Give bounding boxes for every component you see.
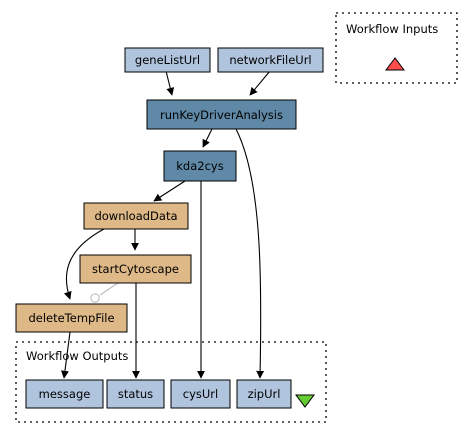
edges [60,70,271,379]
node-networkFileUrl-label: networkFileUrl [229,53,311,67]
node-downloadData[interactable]: downloadData [83,202,189,230]
node-networkFileUrl[interactable]: networkFileUrl [217,47,324,73]
node-status-label: status [118,387,153,401]
node-cysUrl-label: cysUrl [183,387,218,401]
node-kda2cys[interactable]: kda2cys [163,150,237,182]
node-kda2cys-label: kda2cys [176,159,223,173]
edge-runKeyDriverAnalysis-zipUrl [235,128,265,379]
edge-deleteTempFile-message [60,331,71,379]
edge-downloadData-deleteTempFile [63,228,105,300]
workflow-inputs-border [335,12,458,84]
workflow-inputs-marker-icon [385,57,405,71]
node-message[interactable]: message [25,379,104,409]
node-cysUrl[interactable]: cysUrl [170,379,231,409]
edge-kda2cys-downloadData [153,180,186,202]
workflow-inputs-group: Workflow Inputs [335,12,458,84]
node-message-label: message [39,387,91,401]
node-status[interactable]: status [106,379,165,409]
node-geneListUrl-label: geneListUrl [135,53,200,67]
workflow-outputs-border [15,341,327,423]
workflow-inputs-title: Workflow Inputs [346,22,438,36]
workflow-outputs-title: Workflow Outputs [26,349,128,363]
node-runKeyDriverAnalysis-label: runKeyDriverAnalysis [160,108,283,122]
node-deleteTempFile-label: deleteTempFile [28,311,114,325]
workflow-outputs-group: Workflow Outputs [15,341,327,423]
node-downloadData-label: downloadData [94,209,177,223]
node-deleteTempFile[interactable]: deleteTempFile [15,303,128,333]
node-runKeyDriverAnalysis[interactable]: runKeyDriverAnalysis [146,99,297,130]
edge-runKeyDriverAnalysis-kda2cys [202,128,213,148]
node-geneListUrl[interactable]: geneListUrl [124,47,211,73]
node-zipUrl-label: zipUrl [248,387,281,401]
edge-startCytoscape-deleteTempFile [99,282,119,296]
node-zipUrl[interactable]: zipUrl [236,379,292,409]
edge-networkFileUrl-runKeyDriverAnalysis [249,70,271,96]
workflow-outputs-marker-icon [295,394,315,408]
control-link-circle [90,293,100,303]
node-startCytoscape[interactable]: startCytoscape [79,254,192,284]
edge-geneListUrl-runKeyDriverAnalysis [165,70,175,96]
node-startCytoscape-label: startCytoscape [92,262,179,276]
